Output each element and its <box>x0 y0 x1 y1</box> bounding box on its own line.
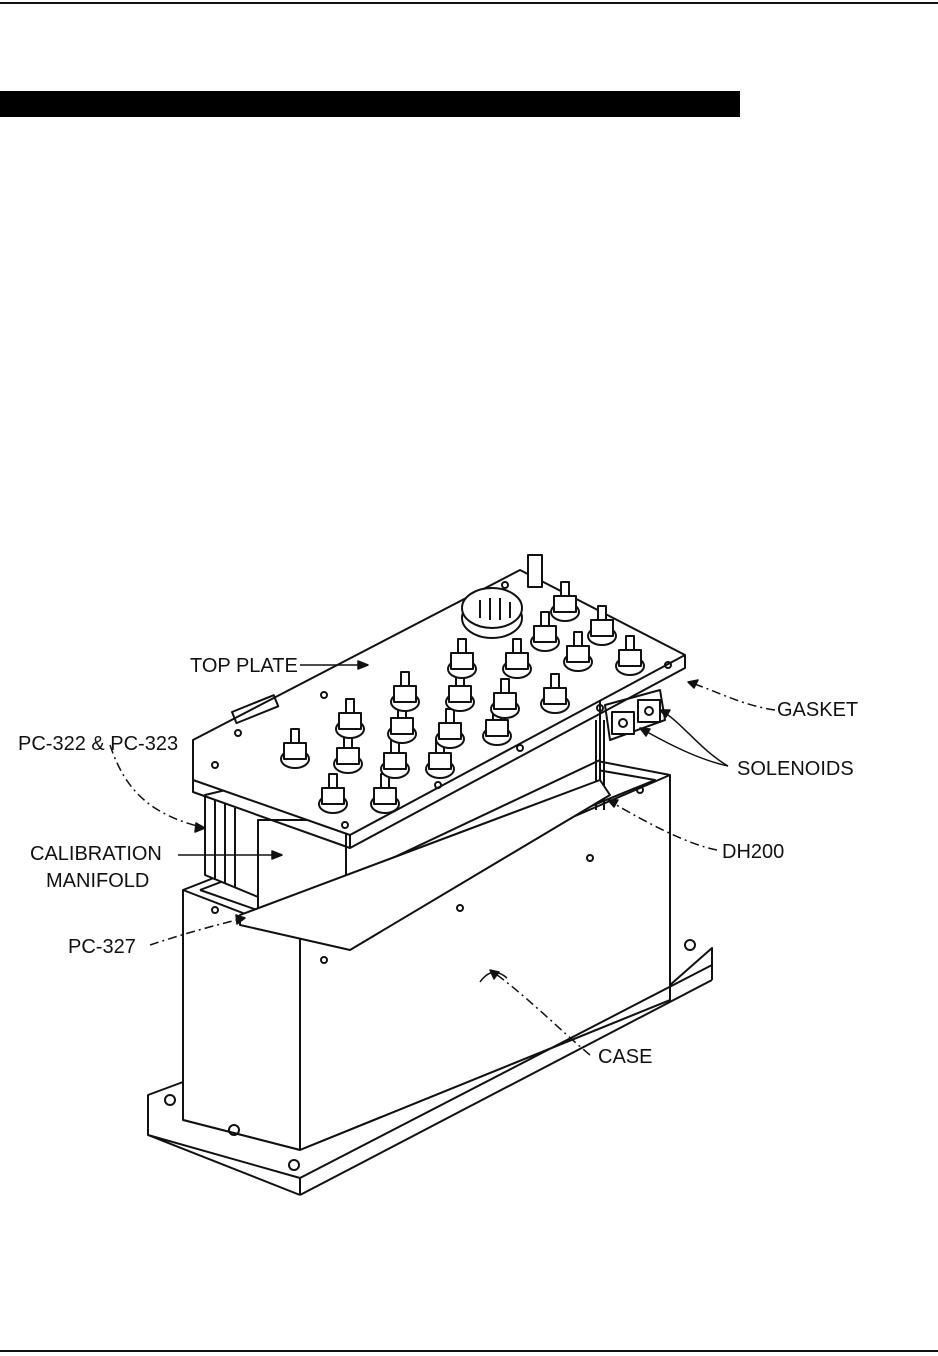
label-gasket: GASKET <box>777 699 858 721</box>
bottom-rule <box>0 1350 938 1352</box>
top-rule <box>0 2 938 4</box>
label-dh200: DH200 <box>722 841 784 863</box>
leader-lines <box>109 660 776 1056</box>
label-calibration-line2: MANIFOLD <box>46 870 149 892</box>
fittings <box>280 554 645 814</box>
label-pc-322-pc-323: PC-322 & PC-323 <box>18 733 178 755</box>
label-calibration-line1: CALIBRATION <box>30 843 162 865</box>
redacted-heading-bar <box>0 91 740 117</box>
label-pc-327: PC-327 <box>68 936 136 958</box>
label-solenoids: SOLENOIDS <box>737 758 854 780</box>
main-circular-connector <box>461 587 523 639</box>
solenoids <box>604 689 666 741</box>
label-top-plate: TOP PLATE <box>190 655 298 677</box>
label-case: CASE <box>598 1046 652 1068</box>
